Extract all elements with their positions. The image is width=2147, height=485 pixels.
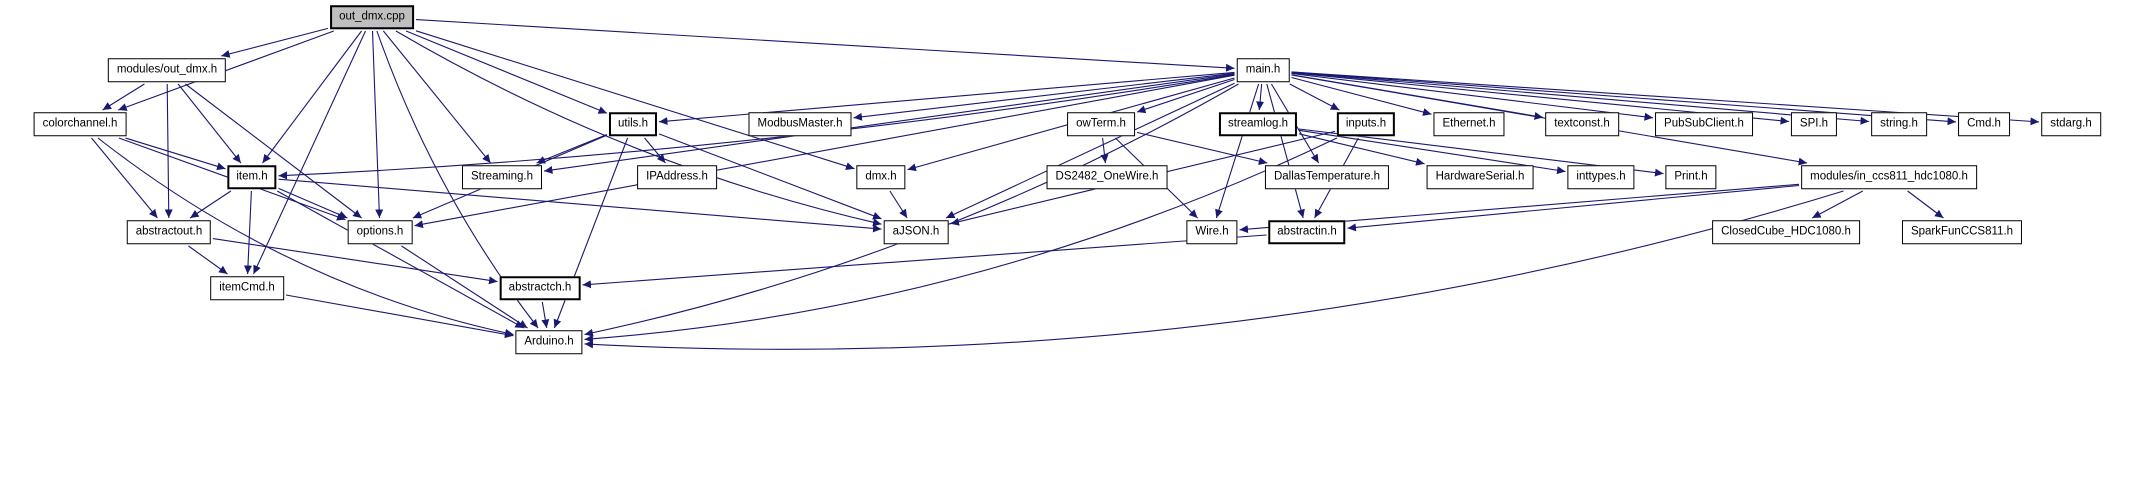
graph-node-dallastemperature_h[interactable]: DallasTemperature.h — [1264, 165, 1390, 189]
graph-node-cmd_h[interactable]: Cmd.h — [1958, 112, 2010, 136]
edge-out_dmx_cpp-main_h — [415, 19, 1235, 72]
graph-node-wire_h[interactable]: Wire.h — [1186, 220, 1238, 244]
graph-node-options_h[interactable]: options.h — [347, 220, 413, 244]
edge-main_h-modbusmaster_h — [853, 72, 1235, 121]
graph-node-sparkfunccs811_h[interactable]: SparkFunCCS811.h — [1901, 220, 2023, 244]
edge-out_dmx_cpp-dmx_h — [415, 30, 855, 170]
edge-in_ccs811_hdc1080_h-arduino_h — [584, 190, 1844, 350]
edge-modules_out_dmx_h-options_h — [185, 83, 362, 219]
edge-dmx_h-ajson_h — [889, 190, 908, 219]
edge-utils_h-arduino_h — [553, 137, 629, 329]
graph-node-main_h[interactable]: main.h — [1236, 58, 1290, 82]
graph-node-dmx_h[interactable]: dmx.h — [856, 165, 906, 189]
edge-abstractout_h-itemcmd_h — [188, 245, 228, 275]
graph-node-streaming_h[interactable]: Streaming.h — [461, 165, 543, 189]
graph-node-print_h[interactable]: Print.h — [1665, 165, 1717, 189]
graph-node-inputs_h[interactable]: inputs.h — [1336, 112, 1396, 136]
graph-node-ds2482_onewire_h[interactable]: DS2482_OneWire.h — [1046, 165, 1168, 189]
edge-modules_out_dmx_h-colorchannel_h — [102, 83, 145, 111]
edge-out_dmx_cpp-ajson_h — [395, 30, 882, 227]
edge-main_h-item_h — [278, 74, 1235, 180]
edge-item_h-arduino_h — [276, 190, 525, 329]
graph-node-ethernet_h[interactable]: Ethernet.h — [1433, 112, 1505, 136]
graph-node-hardwareserial_h[interactable]: HardwareSerial.h — [1426, 165, 1534, 189]
edge-abstractin_h-abstractch_h — [582, 234, 1267, 289]
edge-utils_h-streaming_h — [536, 133, 608, 164]
edge-colorchannel_h-arduino_h — [97, 137, 514, 337]
edge-out_dmx_cpp-streaming_h — [382, 30, 492, 164]
graph-node-string_h[interactable]: string.h — [1871, 112, 1927, 136]
graph-node-utils_h[interactable]: utils.h — [608, 112, 658, 136]
edge-owterm_h-ds2482_onewire_h — [1100, 137, 1109, 164]
edge-main_h-owterm_h — [1136, 78, 1235, 114]
graph-node-abstractin_h[interactable]: abstractin.h — [1268, 220, 1346, 244]
edge-item_h-options_h — [278, 187, 348, 219]
graph-node-textconst_h[interactable]: textconst.h — [1545, 112, 1619, 136]
edge-main_h-options_h — [414, 74, 1235, 229]
graph-node-pubsubclient_h[interactable]: PubSubClient.h — [1655, 112, 1753, 136]
edge-item_h-itemcmd_h — [243, 190, 252, 275]
edge-item_h-ajson_h — [278, 178, 882, 233]
edge-main_h-stdarg_h — [1291, 71, 2040, 126]
edge-main_h-string_h — [1291, 71, 1870, 125]
edge-itemcmd_h-arduino_h — [285, 294, 514, 339]
edge-colorchannel_h-item_h — [125, 137, 226, 171]
edge-modules_out_dmx_h-item_h — [177, 83, 242, 164]
edge-main_h-inputs_h — [1289, 83, 1340, 111]
edge-main_h-cmd_h — [1291, 71, 1957, 126]
graph-node-out_dmx_cpp: out_dmx.cpp — [330, 5, 414, 29]
graph-node-streamlog_h[interactable]: streamlog.h — [1218, 112, 1298, 136]
edge-item_h-abstractout_h — [189, 190, 232, 219]
graph-node-owterm_h[interactable]: owTerm.h — [1067, 112, 1135, 136]
edge-main_h-streamlog_h — [1256, 83, 1265, 111]
edge-main_h-wire_h — [1215, 83, 1260, 219]
edges-group — [91, 19, 2040, 350]
edge-out_dmx_cpp-itemcmd_h — [253, 30, 366, 275]
graph-node-abstractch_h[interactable]: abstractch.h — [499, 276, 581, 300]
graph-node-inttypes_h[interactable]: inttypes.h — [1567, 165, 1635, 189]
edge-in_ccs811_hdc1080_h-abstractin_h — [1347, 184, 1800, 232]
edge-owterm_h-dallastemperature_h — [1136, 131, 1268, 165]
edge-out_dmx_cpp-options_h — [371, 30, 384, 219]
graph-node-closedcube_hdc1080_h[interactable]: ClosedCube_HDC1080.h — [1712, 220, 1860, 244]
edge-abstractout_h-abstractch_h — [212, 238, 498, 285]
graph-node-ipaddress_h[interactable]: IPAddress.h — [637, 165, 717, 189]
graph-node-stdarg_h[interactable]: stdarg.h — [2041, 112, 2101, 136]
edge-main_h-ethernet_h — [1291, 76, 1432, 116]
edge-main_h-pubsubclient_h — [1291, 72, 1654, 121]
edge-utils_h-ipaddress_h — [644, 137, 666, 164]
graph-node-item_h[interactable]: item.h — [227, 165, 277, 189]
edge-main_h-streaming_h — [543, 73, 1235, 174]
edge-in_ccs811_hdc1080_h-closedcube_hdc1080_h — [1811, 190, 1864, 219]
edge-main_h-abstractin_h — [1266, 83, 1305, 219]
edge-colorchannel_h-abstractout_h — [91, 137, 158, 219]
edge-abstractch_h-arduino_h — [541, 301, 550, 329]
edge-out_dmx_cpp-item_h — [262, 30, 362, 164]
graph-node-spi_h[interactable]: SPI.h — [1790, 112, 1838, 136]
edge-inputs_h-arduino_h — [584, 137, 1338, 343]
graph-node-modules_out_dmx_h[interactable]: modules/out_dmx.h — [107, 58, 227, 82]
graph-node-colorchannel_h[interactable]: colorchannel.h — [33, 112, 127, 136]
graph-node-in_ccs811_hdc1080_h[interactable]: modules/in_ccs811_hdc1080.h — [1801, 165, 1977, 189]
edge-in_ccs811_hdc1080_h-sparkfunccs811_h — [1907, 190, 1944, 219]
edge-utils_h-ajson_h — [658, 133, 882, 220]
graph-node-abstractout_h[interactable]: abstractout.h — [126, 220, 212, 244]
graph-node-arduino_h[interactable]: Arduino.h — [515, 330, 583, 354]
edge-main_h-ajson_h — [945, 82, 1235, 219]
graph-node-ajson_h[interactable]: aJSON.h — [883, 220, 949, 244]
edge-options_h-arduino_h — [401, 245, 528, 329]
graph-node-modbusmaster_h[interactable]: ModbusMaster.h — [748, 112, 852, 136]
edge-out_dmx_cpp-utils_h — [405, 30, 608, 114]
graph-node-itemcmd_h[interactable]: itemCmd.h — [210, 276, 284, 300]
edge-out_dmx_cpp-modules_out_dmx_h — [221, 27, 329, 58]
edge-main_h-utils_h — [658, 71, 1235, 126]
edge-streamlog_h-hardwareserial_h — [1298, 133, 1425, 166]
